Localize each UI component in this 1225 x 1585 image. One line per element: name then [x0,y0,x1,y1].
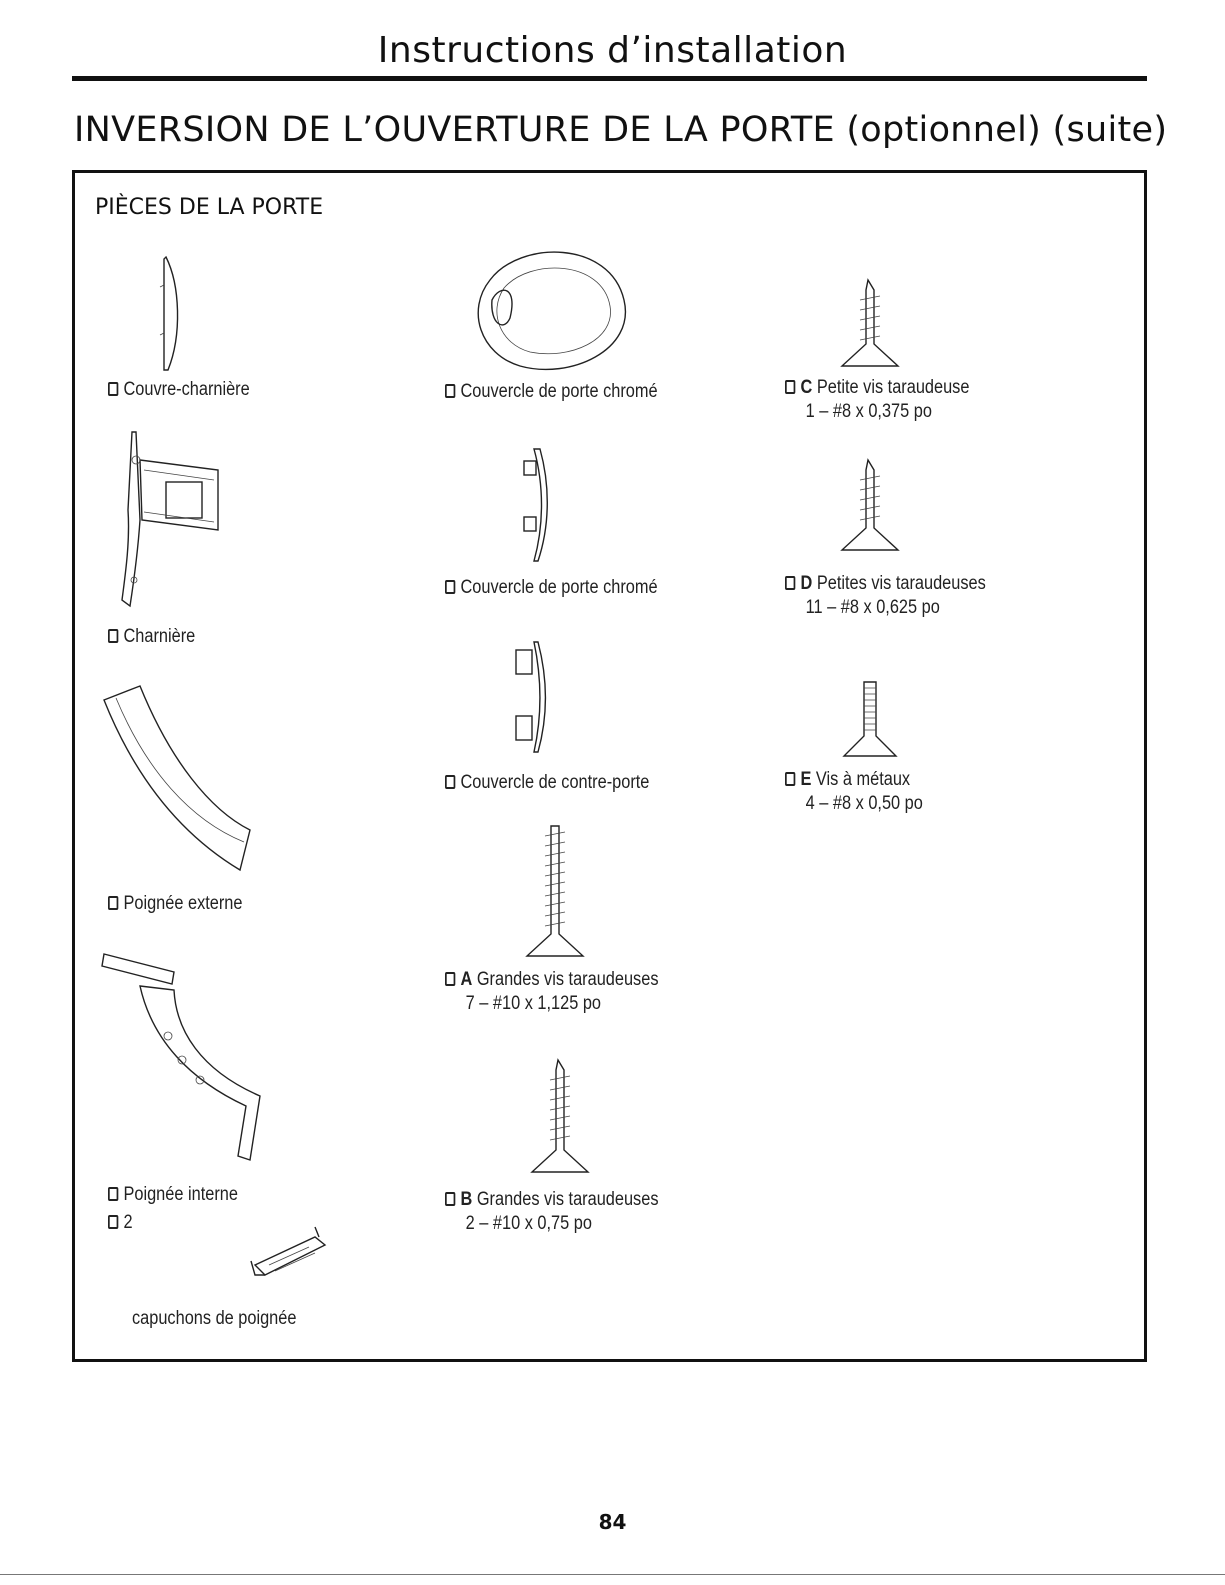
hinge-caption: Charnière [108,625,195,649]
chrome-cover-2-caption: Couvercle de porte chromé [445,576,658,600]
panel-title: PIÈCES DE LA PORTE [95,195,324,220]
small-screw-icon [840,278,900,367]
checkbox-icon[interactable] [108,1187,119,1201]
machine-screw-icon [842,681,898,757]
checkbox-icon[interactable] [445,972,456,986]
checkbox-icon[interactable] [108,629,119,643]
hinge-icon [121,431,219,608]
screw-d-caption: D Petites vis taraudeuses 11 – #8 x 0,625… [785,572,986,620]
header-divider [72,76,1147,81]
handle-caps-qty: 2 [108,1211,133,1235]
bottom-divider [0,1574,1225,1575]
inner-door-cover-icon [515,641,547,753]
chrome-door-cover-icon [477,251,627,371]
screw-e-caption: E Vis à métaux 4 – #8 x 0,50 po [785,768,923,816]
screw-c-label: Petite vis taraudeuse [816,377,970,398]
checkbox-icon[interactable] [785,380,796,394]
checkbox-icon[interactable] [445,1192,456,1206]
small-screw-d-icon [840,458,900,551]
hinge-cover-caption: Couvre-charnière [108,378,250,402]
inner-handle-icon [101,953,261,1161]
screw-a-letter: A [460,969,473,990]
outer-handle-icon [103,685,251,872]
checkbox-icon[interactable] [445,580,456,594]
screw-c-letter: C [800,377,813,398]
screw-e-letter: E [800,769,812,790]
screw-d-letter: D [800,573,813,594]
screw-b-label: Grandes vis taraudeuses [476,1189,659,1210]
inner-door-cover-caption: Couvercle de contre-porte [445,771,649,795]
checkbox-icon[interactable] [785,772,796,786]
checkbox-icon[interactable] [785,576,796,590]
checkbox-icon[interactable] [445,384,456,398]
screw-c-caption: C Petite vis taraudeuse 1 – #8 x 0,375 po [785,376,969,424]
handle-caps-qty-label: 2 [123,1212,133,1233]
hinge-cover-icon [159,255,179,371]
screw-e-spec: 4 – #8 x 0,50 po [805,793,923,814]
inner-handle-label: Poignée interne [123,1184,238,1205]
chrome-cover-1-label: Couvercle de porte chromé [460,381,658,402]
checkbox-icon[interactable] [108,382,119,396]
screw-a-spec: 7 – #10 x 1,125 po [465,993,602,1014]
long-screw-icon [525,825,585,957]
screw-a-caption: A Grandes vis taraudeuses 7 – #10 x 1,125… [445,968,658,1016]
handle-caps-icon [250,1226,327,1276]
screw-d-spec: 11 – #8 x 0,625 po [805,597,940,618]
hinge-cover-label: Couvre-charnière [123,379,250,400]
chrome-door-cover-bracket-icon [523,448,548,562]
checkbox-icon[interactable] [445,775,456,789]
inner-door-cover-label: Couvercle de contre-porte [460,772,650,793]
page-header-title: Instructions d’installation [377,30,848,71]
chrome-cover-1-caption: Couvercle de porte chromé [445,380,658,404]
checkbox-icon[interactable] [108,1215,119,1229]
outer-handle-caption: Poignée externe [108,892,242,916]
handle-caps-caption: capuchons de poignée [132,1308,297,1329]
hinge-label: Charnière [123,626,196,647]
checkbox-icon[interactable] [108,896,119,910]
page-number: 84 [598,1510,627,1534]
screw-b-caption: B Grandes vis taraudeuses 2 – #10 x 0,75 … [445,1188,658,1236]
screw-d-label: Petites vis taraudeuses [816,573,986,594]
door-parts-panel: PIÈCES DE LA PORTE [72,170,1147,1362]
section-title: INVERSION DE L’OUVERTURE DE LA PORTE (op… [74,110,1168,150]
screw-c-spec: 1 – #8 x 0,375 po [805,401,932,422]
outer-handle-label: Poignée externe [123,893,243,914]
screw-b-spec: 2 – #10 x 0,75 po [465,1213,592,1234]
screw-b-letter: B [460,1189,473,1210]
screw-a-label: Grandes vis taraudeuses [476,969,659,990]
chrome-cover-2-label: Couvercle de porte chromé [460,577,658,598]
screw-e-label: Vis à métaux [815,769,911,790]
inner-handle-caption: Poignée interne [108,1183,238,1207]
screw-icon [530,1058,590,1173]
